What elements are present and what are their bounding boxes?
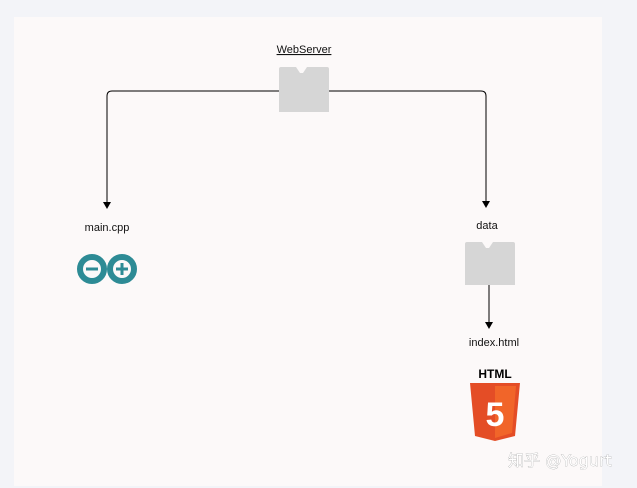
root-folder-icon[interactable] xyxy=(279,67,329,112)
arduino-icon[interactable] xyxy=(77,254,137,284)
main-cpp-label: main.cpp xyxy=(85,222,130,234)
html5-badge-text: HTML xyxy=(478,367,511,381)
index-html-label: index.html xyxy=(469,337,519,349)
edge-webserver-to-data xyxy=(329,90,490,208)
html5-icon[interactable]: HTML 5 xyxy=(470,367,520,441)
watermark-text: 知乎 @Yogurt xyxy=(508,451,612,470)
edge-webserver-to-main xyxy=(103,90,279,209)
data-folder-icon[interactable] xyxy=(465,242,515,285)
html5-glyph: 5 xyxy=(486,396,505,434)
root-label: WebServer xyxy=(277,44,332,56)
data-folder-label: data xyxy=(476,220,498,232)
